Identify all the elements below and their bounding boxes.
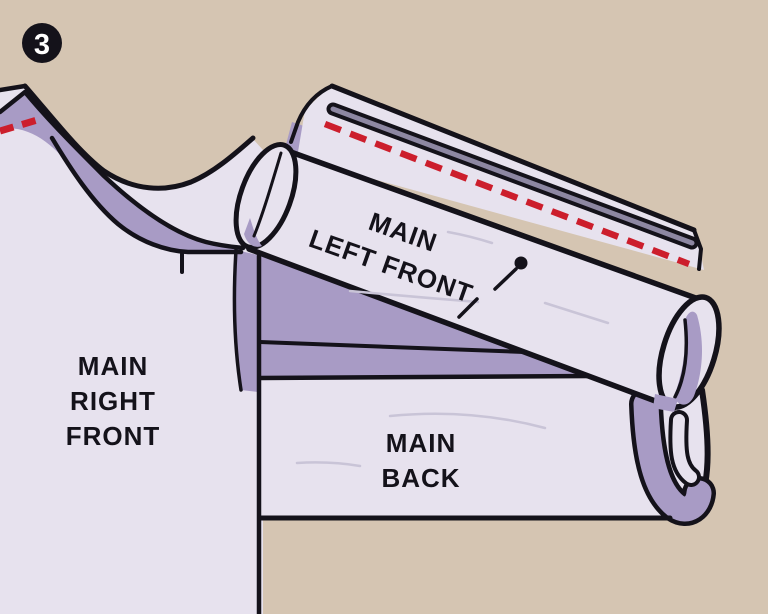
right-front-fabric bbox=[0, 84, 263, 614]
fold-band-bottom-edge bbox=[257, 373, 594, 381]
roll-end-right-tail bbox=[653, 394, 678, 412]
neckline-bottom-curve bbox=[49, 135, 244, 255]
side-inside-gap bbox=[234, 250, 258, 392]
back-curl-tongue bbox=[672, 414, 697, 483]
shoulder-top-edge bbox=[0, 83, 28, 93]
shoulder-seam-stack bbox=[289, 83, 704, 271]
roll-end-right-spiral bbox=[673, 318, 688, 399]
main-left-front-roll: MAIN LEFT FRONT bbox=[233, 142, 722, 412]
roll-crease-3 bbox=[446, 230, 494, 245]
stack-left-cap bbox=[289, 84, 334, 144]
back-crease-2 bbox=[295, 461, 362, 468]
back-label-line2: BACK bbox=[381, 463, 460, 493]
back-fabric bbox=[261, 376, 708, 518]
right-front-label-line1: MAIN bbox=[78, 351, 148, 381]
fold-double-line-gap bbox=[330, 106, 695, 246]
neckline-outer-curve bbox=[22, 83, 256, 191]
step-badge: 3 bbox=[22, 23, 62, 63]
pin-shaft bbox=[493, 267, 518, 291]
step-number: 3 bbox=[34, 29, 50, 61]
back-inside-fold-band bbox=[258, 342, 591, 378]
roll-end-left-spiral bbox=[252, 151, 283, 238]
fold-band-top-edge bbox=[258, 340, 526, 354]
pin-tip bbox=[457, 297, 479, 319]
roll-body bbox=[248, 148, 703, 408]
roll-crease-2 bbox=[543, 301, 610, 325]
left-shoulder-stitch-line bbox=[0, 114, 45, 135]
shoulder-stitch-line bbox=[323, 120, 691, 268]
stack-right-cap bbox=[692, 228, 703, 271]
neckline-inner-curve bbox=[0, 89, 246, 251]
pin-head bbox=[514, 256, 528, 270]
fabric-roll-end-left bbox=[233, 142, 299, 250]
stack-top-edge bbox=[329, 83, 697, 233]
roll-end-left-inside bbox=[244, 218, 262, 247]
roll-top-edge bbox=[285, 148, 707, 304]
right-front-label-line3: FRONT bbox=[66, 421, 161, 451]
roll-crease-1 bbox=[348, 289, 480, 304]
fabric-roll-end-right bbox=[653, 294, 722, 412]
side-inside-gap-edge bbox=[232, 248, 243, 392]
back-label-line1: MAIN bbox=[386, 428, 456, 458]
pin-icon bbox=[457, 256, 528, 319]
back-label: MAIN BACK bbox=[381, 428, 460, 493]
step-badge-circle bbox=[22, 23, 62, 63]
right-front-label: MAIN RIGHT FRONT bbox=[66, 351, 161, 451]
right-front-label-line2: RIGHT bbox=[70, 386, 156, 416]
back-curl-inside bbox=[633, 391, 712, 522]
main-right-front-piece bbox=[0, 83, 263, 614]
roll-bottom-edge bbox=[246, 246, 677, 411]
back-crease-1 bbox=[388, 412, 547, 430]
